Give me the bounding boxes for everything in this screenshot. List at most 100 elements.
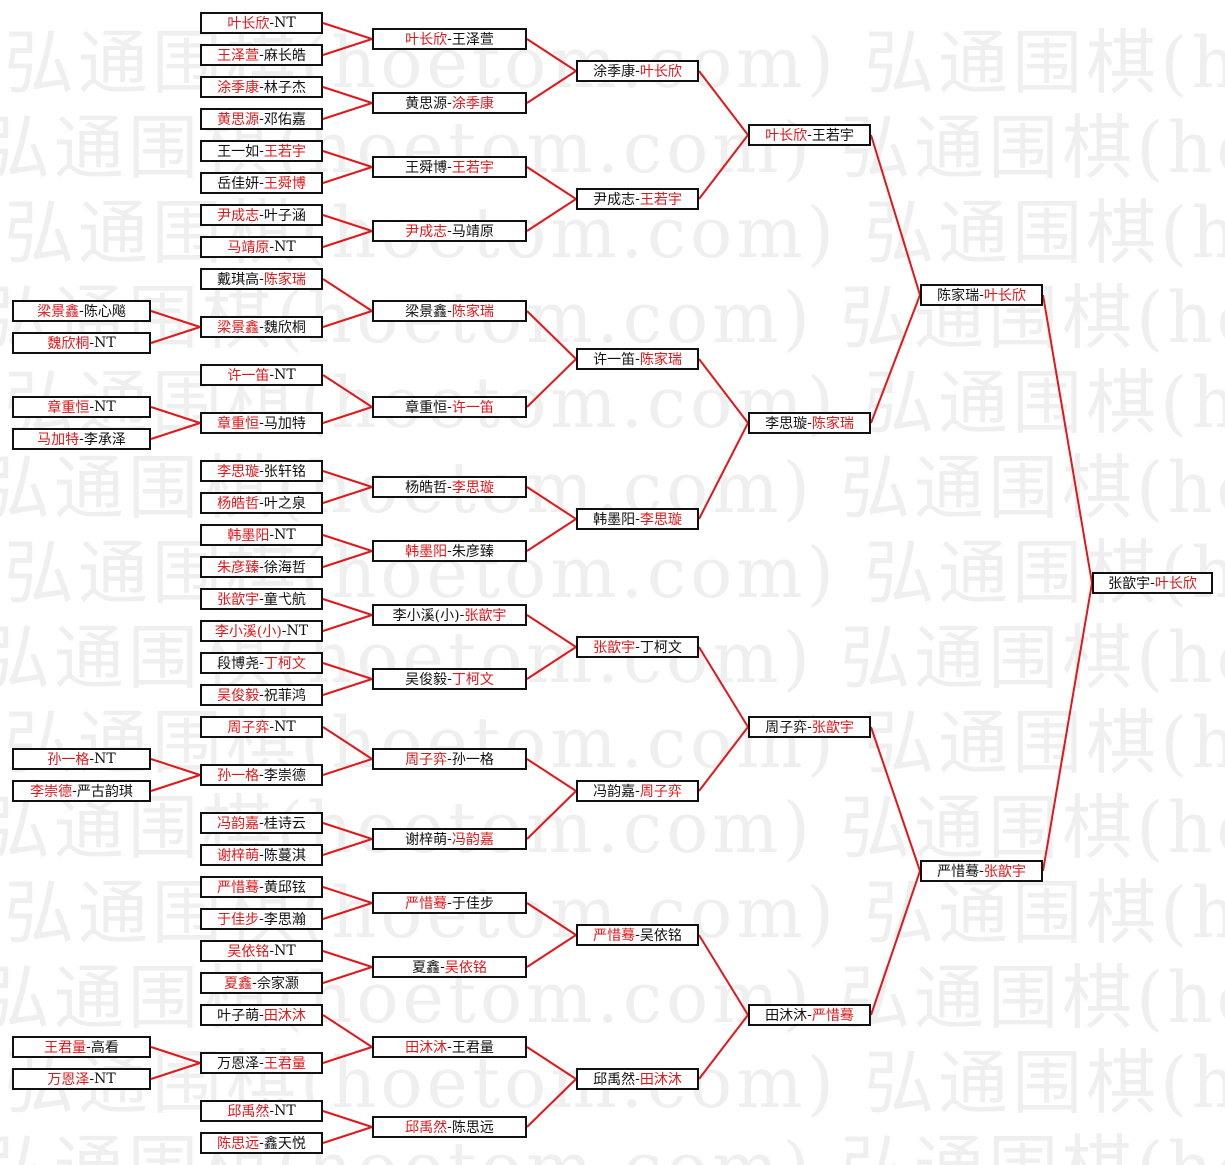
bracket-connector [322, 38, 373, 56]
bracket-connector [322, 1126, 373, 1144]
separator: - [635, 639, 640, 655]
player-name: NT [94, 335, 116, 351]
player-name: NT [94, 399, 116, 415]
player-name: 佘家灏 [256, 976, 299, 992]
match-box-round-of-64: 邱禹然-NT [200, 1100, 323, 1122]
match-box-round-of-64: 叶长欣-NT [200, 12, 323, 34]
separator: - [259, 1055, 264, 1071]
bracket-connector [322, 214, 373, 232]
bracket-connector [698, 70, 749, 136]
winner-name: 李思璇 [217, 464, 260, 480]
separator: - [459, 607, 465, 623]
match-box-round-of-16: 涂季康-叶长欣 [576, 60, 699, 82]
player-name: 王泽萱 [451, 32, 494, 48]
player-name: 陈家瑞 [937, 288, 980, 304]
winner-name: 丁柯文 [263, 656, 306, 672]
winner-name: 李思璇 [639, 512, 682, 528]
match-box-round-of-16: 张歆宇-丁柯文 [576, 636, 699, 658]
winner-name: 叶长欣 [765, 128, 808, 144]
match-box-round-of-16: 邱禹然-田沐沐 [576, 1068, 699, 1090]
separator: - [259, 495, 264, 511]
winner-name: 梁景鑫 [217, 320, 260, 336]
player-name: 叶之泉 [263, 496, 306, 512]
bracket-connector [322, 166, 373, 184]
match-box-round-of-32: 章重恒-许一笛 [372, 396, 527, 418]
separator: - [86, 1039, 91, 1055]
bracket-connector [322, 902, 373, 920]
separator: - [979, 863, 984, 879]
bracket-connector [698, 358, 749, 424]
winner-name: 叶长欣 [227, 16, 270, 32]
bracket-connector [526, 198, 577, 232]
separator: - [447, 895, 452, 911]
bracket-connector [322, 310, 373, 328]
player-name: 桂诗云 [263, 816, 306, 832]
separator: - [259, 687, 264, 703]
winner-name: 叶长欣 [405, 32, 448, 48]
separator: - [79, 303, 84, 319]
player-name: 尹成志 [593, 192, 636, 208]
winner-name: 尹成志 [405, 224, 448, 240]
bracket-connector [322, 150, 373, 168]
player-name: 丁柯文 [639, 640, 682, 656]
bracket-connector [322, 550, 373, 568]
winner-name: 叶长欣 [983, 288, 1026, 304]
player-name: 张轩铭 [263, 464, 306, 480]
bracket-connector [150, 326, 201, 344]
bracket-connector [322, 534, 373, 552]
separator: - [259, 463, 264, 479]
winner-name: 陈家瑞 [639, 352, 682, 368]
winner-name: 王若宇 [451, 160, 494, 176]
separator: - [259, 47, 264, 63]
player-name: 万恩泽 [217, 1056, 260, 1072]
bracket-connector [870, 294, 921, 424]
match-box-round-of-32: 严惜蓦-于佳步 [372, 892, 527, 914]
match-box-round-of-32: 邱禹然-陈思远 [372, 1116, 527, 1138]
winner-name: 杨皓哲 [217, 496, 260, 512]
match-box-preliminary: 章重恒-NT [12, 396, 151, 418]
separator: - [807, 127, 812, 143]
winner-name: 张歆宇 [811, 720, 854, 736]
separator: - [447, 831, 452, 847]
separator: - [259, 815, 264, 831]
player-name: 吴依铭 [639, 928, 682, 944]
match-box-round-of-32: 杨皓哲-李思璇 [372, 476, 527, 498]
separator: - [635, 927, 640, 943]
bracket-connector [526, 934, 577, 968]
match-box-round-of-32: 李小溪(小)-张歆宇 [372, 604, 527, 626]
winner-name: 严惜蓦 [593, 928, 636, 944]
match-box-round-of-64: 吴依铭-NT [200, 940, 323, 962]
winner-name: 王舜博 [263, 176, 306, 192]
bracket-connector [1042, 582, 1093, 872]
match-box-round-of-64: 王一如-王若宇 [200, 140, 323, 162]
winner-name: 李小溪(小) [214, 624, 282, 640]
bracket-connector [698, 422, 749, 520]
match-box-round-of-64: 张歆宇-童弋航 [200, 588, 323, 610]
match-box-round-of-64: 冯韵嘉-桂诗云 [200, 812, 323, 834]
winner-name: 邱禹然 [405, 1120, 448, 1136]
player-name: 李思璇 [765, 416, 808, 432]
player-name: 王若宇 [811, 128, 854, 144]
player-name: NT [274, 239, 296, 255]
bracket-connector [526, 486, 577, 520]
match-box-round-of-64: 陈思远-鑫天悦 [200, 1132, 323, 1154]
match-box-round-of-64: 夏鑫-佘家灏 [200, 972, 323, 994]
separator: - [259, 591, 264, 607]
player-name: 陈心飚 [83, 304, 126, 320]
match-box-round-of-64: 于佳步-李思瀚 [200, 908, 323, 930]
match-box-round-of-64: 尹成志-叶子涵 [200, 204, 323, 226]
match-box-round-of-64: 段博尧-丁柯文 [200, 652, 323, 674]
bracket-connector [698, 646, 749, 728]
bracket-connector [150, 1062, 201, 1080]
winner-name: 周子弈 [405, 752, 448, 768]
match-box-round-of-64: 韩墨阳-NT [200, 524, 323, 546]
separator: - [807, 719, 812, 735]
match-box-round-of-64: 涂季康-林子杰 [200, 76, 323, 98]
player-name: 祝菲鸿 [263, 688, 306, 704]
winner-name: 孙一格 [217, 768, 260, 784]
player-name: 李崇德 [263, 768, 306, 784]
bracket-connector [322, 758, 373, 776]
player-name: 李小溪(小) [392, 608, 460, 624]
player-name: 王一如 [217, 144, 260, 160]
bracket-connector [526, 1078, 577, 1128]
